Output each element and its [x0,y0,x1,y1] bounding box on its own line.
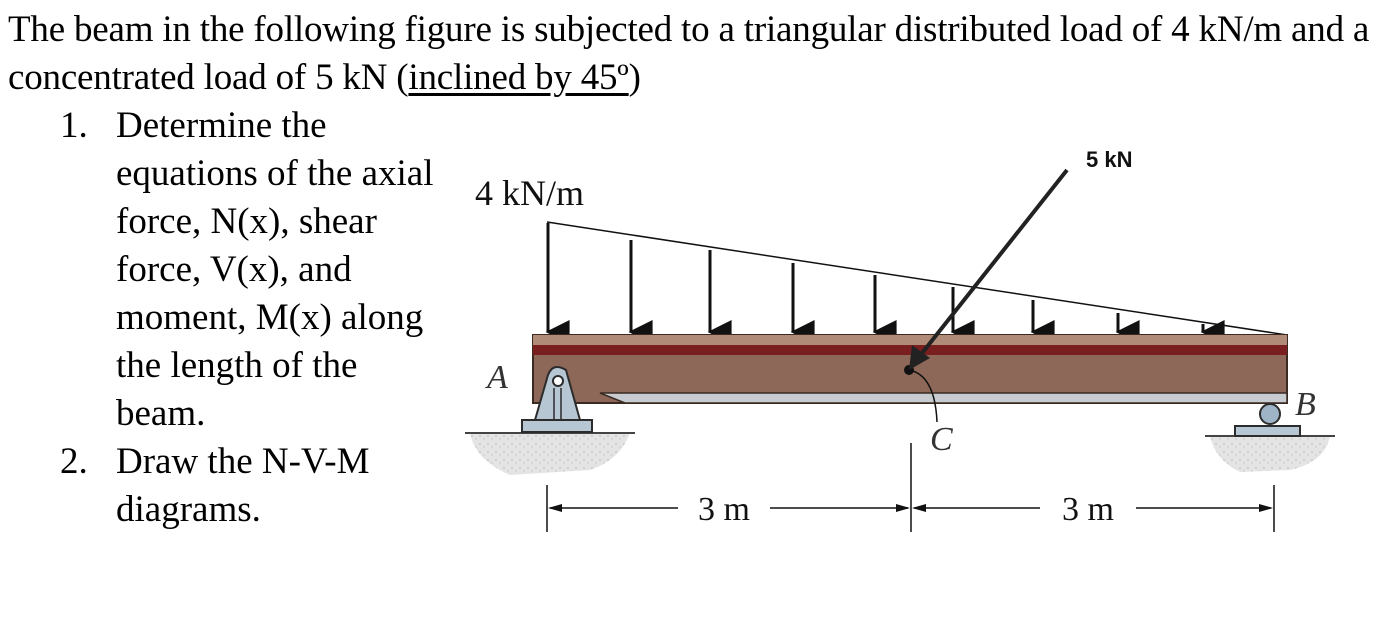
load-arrows [545,223,1225,344]
support-a-label: A [485,359,508,396]
point-load-arrowhead [909,345,930,370]
beam-figure: 4 kN/m 5 kN A B C 3 m 3 m [465,147,1335,532]
load-profile-line [546,221,1288,336]
task-list: 1. Determine the equations of the axial … [60,102,440,534]
beam-top-flange [533,335,1287,345]
task-text-1: Determine the equations of the axial for… [116,105,434,434]
point-load-label: 5 kN [1086,147,1132,172]
dimension-lines [546,443,1275,532]
point-load-arrow [913,168,1069,364]
dimension-arrowheads [548,504,1273,512]
task-item-1: 1. Determine the equations of the axial … [60,102,440,438]
ground-right [1210,436,1330,472]
beam-bottom-flange [599,392,1288,404]
point-c-leader [908,369,938,423]
problem-statement: The beam in the following figure is subj… [8,6,1388,102]
task-number-1: 1. [60,105,88,146]
problem-intro-end: ) [628,57,641,98]
dimension-cb-label: 3 m [1062,491,1114,528]
task-text-2: Draw the N-V-M diagrams. [116,441,370,530]
support-b-label: B [1295,386,1316,423]
task-item-2: 2. Draw the N-V-M diagrams. [60,438,440,534]
problem-intro-underlined: inclined by 45º [408,57,629,98]
beam-stripe [533,345,1287,355]
dimension-ac-label: 3 m [698,491,750,528]
problem-intro-text: The beam in the following figure is subj… [8,9,1370,98]
distributed-load-label: 4 kN/m [475,173,584,213]
pin-support-a [521,365,593,433]
ground-left [470,433,630,475]
roller-support-b [1234,403,1301,437]
point-c-label: C [930,421,953,458]
task-number-2: 2. [60,441,88,482]
